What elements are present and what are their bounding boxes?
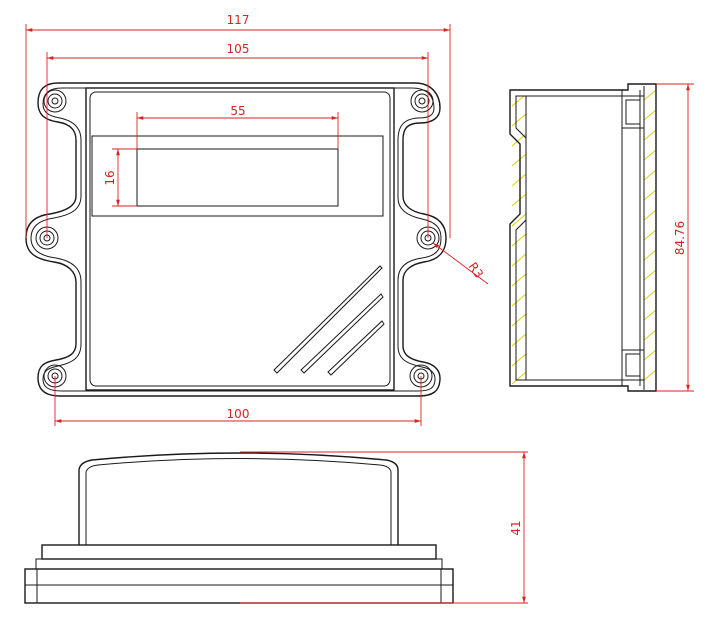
top-view: 117 105 55 16 100 (25, 13, 489, 426)
svg-text:117: 117 (227, 13, 250, 27)
side-view: 84.76 (509, 83, 694, 392)
svg-text:84.76: 84.76 (673, 221, 687, 255)
dim-corner-radius: R3 (432, 242, 489, 285)
side-inner-wall (515, 95, 623, 381)
front-dome (78, 452, 399, 545)
svg-text:55: 55 (230, 104, 245, 118)
svg-text:R3: R3 (466, 260, 487, 281)
svg-text:16: 16 (103, 170, 117, 185)
flange-inner-outline (30, 87, 442, 392)
dim-overall-width: 117 (25, 13, 451, 238)
dim-front-height: 41 (240, 451, 528, 604)
dim-side-height: 84.76 (656, 83, 694, 392)
dim-bottom-width: 100 (54, 376, 422, 426)
dim-hole-spacing: 105 (46, 42, 429, 238)
svg-text:105: 105 (227, 42, 250, 56)
flange-outline (25, 82, 447, 397)
decorative-stripes (273, 265, 385, 376)
dim-window-height: 16 (103, 148, 137, 207)
front-view: 41 (24, 451, 528, 604)
svg-text:41: 41 (509, 520, 523, 535)
front-lid-step (41, 544, 437, 560)
front-base (24, 568, 454, 604)
display-recess (91, 135, 384, 217)
lid-inner (89, 91, 391, 387)
side-boss-bottom (621, 349, 645, 381)
lid-body (85, 87, 395, 391)
dim-window-width: 55 (136, 104, 339, 149)
side-outline (509, 83, 657, 392)
side-boss-top (621, 95, 645, 129)
svg-text:100: 100 (227, 407, 250, 421)
display-window (136, 148, 339, 207)
side-hatching (511, 89, 657, 385)
mounting-holes (35, 89, 440, 388)
